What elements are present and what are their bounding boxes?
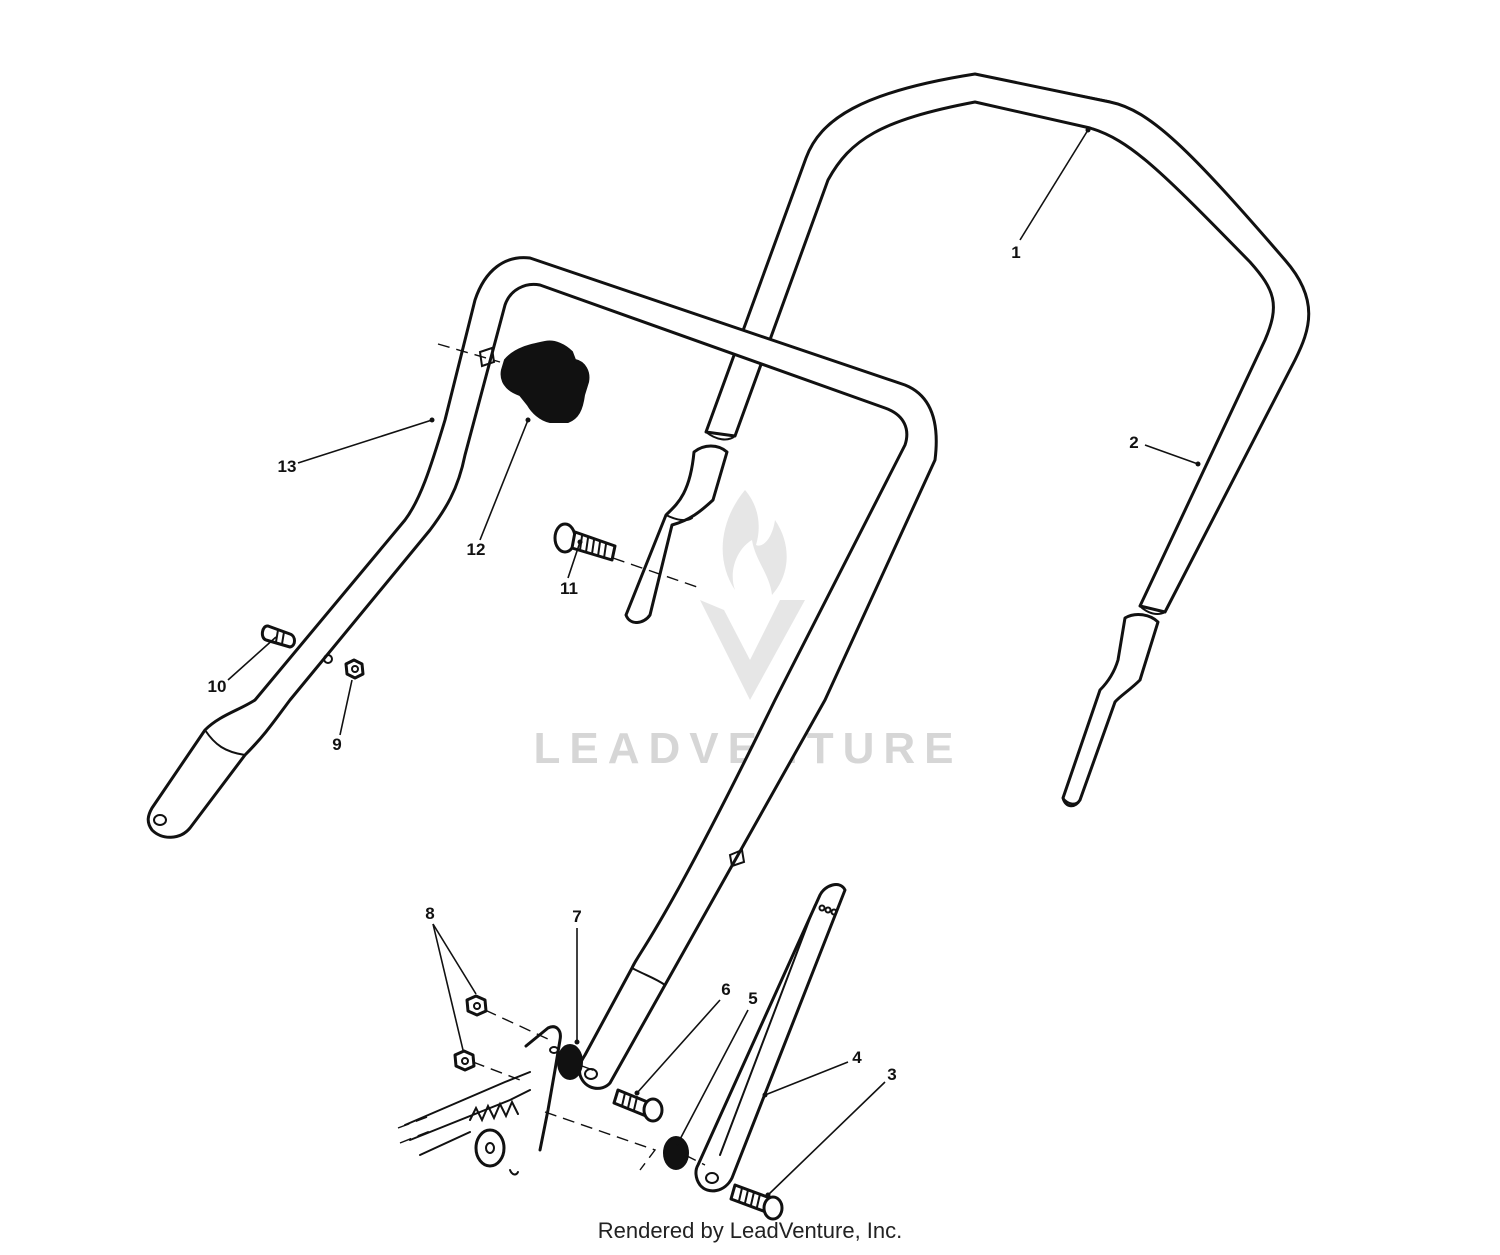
leader-lines — [227, 127, 1201, 1198]
callout-8: 8 — [425, 904, 434, 923]
callout-13: 13 — [278, 457, 297, 476]
callout-10: 10 — [208, 677, 227, 696]
callout-2: 2 — [1129, 433, 1138, 452]
mounting-bracket — [404, 1025, 562, 1176]
assembly-lines — [397, 343, 706, 1171]
callout-12: 12 — [467, 540, 486, 559]
part-9-nut — [344, 658, 365, 680]
callout-1: 1 — [1011, 243, 1020, 262]
part-6-bolt — [612, 1088, 664, 1123]
part-2-upper-handle — [624, 72, 1311, 808]
callout-7: 7 — [572, 907, 581, 926]
callout-6: 6 — [721, 980, 730, 999]
footer-credit: Rendered by LeadVenture, Inc. — [597, 1218, 903, 1243]
callout-3: 3 — [887, 1065, 896, 1084]
part-8-nuts — [453, 994, 488, 1072]
part-10-screw — [260, 624, 296, 649]
part-4-support-bar — [694, 883, 847, 1193]
part-11-bolt — [553, 522, 617, 562]
callout-5: 5 — [748, 989, 757, 1008]
callout-11: 11 — [560, 579, 578, 598]
callout-9: 9 — [332, 735, 341, 754]
watermark-logo — [700, 490, 805, 700]
part-7-spacer — [557, 1044, 583, 1080]
part-12-knob — [500, 340, 590, 423]
callout-4: 4 — [852, 1048, 862, 1067]
part-13-lower-handle — [146, 256, 938, 1090]
part-5-spacer — [663, 1136, 689, 1170]
part-3-bolt — [729, 1183, 784, 1221]
